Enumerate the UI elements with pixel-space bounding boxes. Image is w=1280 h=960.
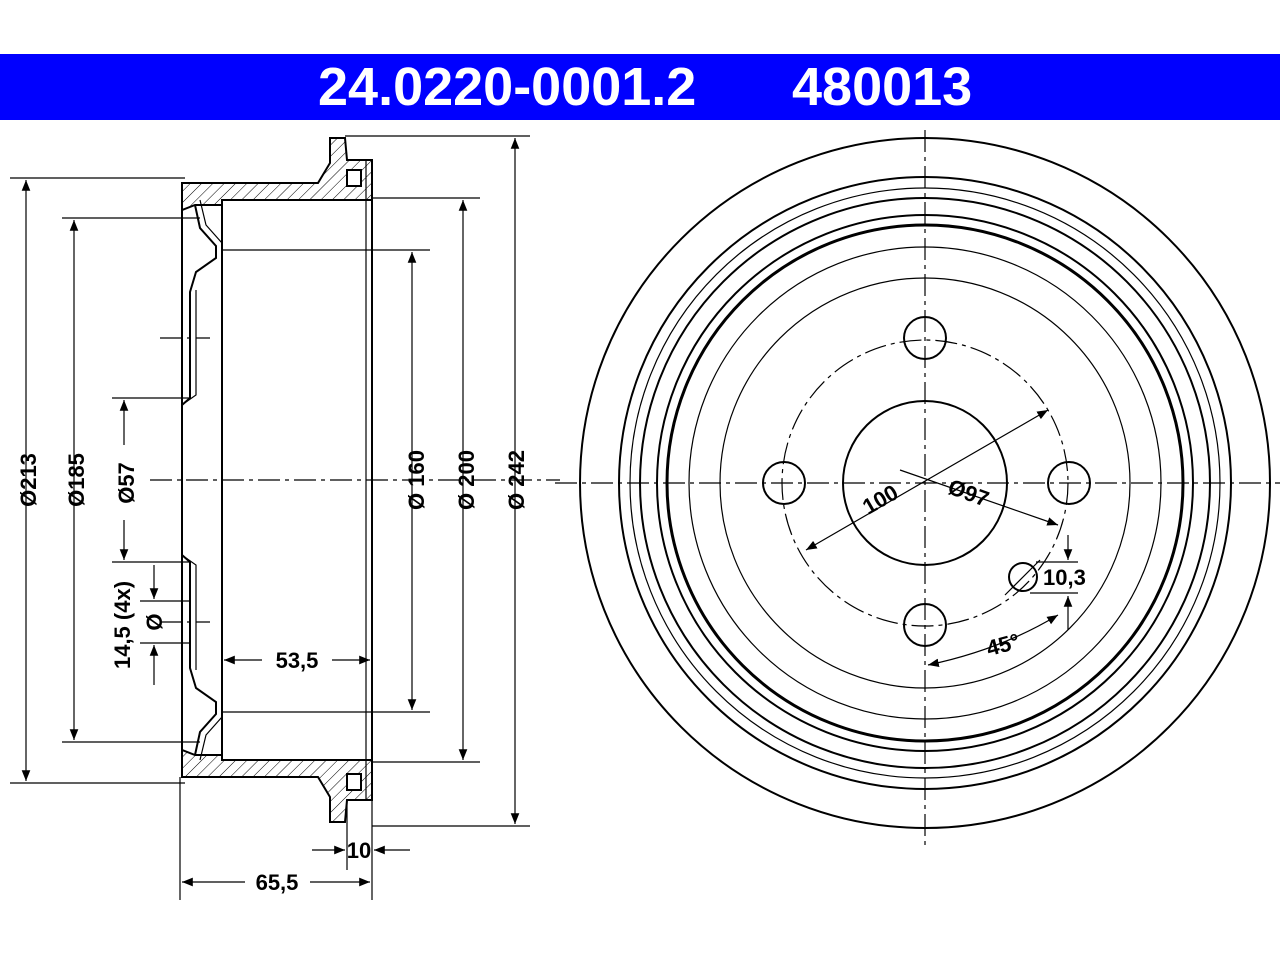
ring-2	[618, 176, 1232, 790]
label-bolt-circle-100: 100	[858, 479, 902, 519]
reference-number: 480013	[792, 57, 973, 117]
bolt-hole-left	[762, 461, 806, 505]
label-dia-213: Ø213	[16, 453, 41, 507]
header-bar: 24.0220-0001.2 480013	[0, 54, 1280, 120]
part-number: 24.0220-0001.2	[318, 57, 697, 117]
label-hole-symbol: Ø	[142, 613, 167, 630]
label-dia-242: Ø 242	[504, 450, 529, 510]
dim-line-97	[899, 469, 1059, 526]
label-dia-10-3: 10,3	[1043, 565, 1086, 590]
bolt-circle	[781, 339, 1069, 627]
lower-flange-section	[181, 748, 373, 823]
upper-notch	[346, 169, 362, 187]
bolt-hole-right	[1047, 461, 1091, 505]
label-angle-45: 45°	[984, 628, 1023, 661]
label-dia-200: Ø 200	[454, 450, 479, 510]
small-hole	[1008, 562, 1038, 592]
label-dia-97: Ø97	[945, 474, 993, 512]
label-dia-185: Ø185	[64, 453, 89, 507]
label-dia-57: Ø57	[114, 462, 139, 504]
ring-8	[719, 277, 1131, 689]
ring-3	[629, 187, 1221, 779]
dim-arc-45	[927, 614, 1059, 668]
label-hole-count: 14,5 (4x)	[110, 581, 135, 669]
bolt-hole-top	[903, 316, 947, 360]
label-flange-10: 10	[347, 838, 371, 863]
ring-6	[665, 223, 1185, 743]
lower-notch	[346, 773, 362, 791]
label-dia-160: Ø 160	[404, 450, 429, 510]
outer-rim-ring	[579, 137, 1271, 829]
upper-flange-section	[181, 137, 373, 212]
ring-5	[656, 214, 1194, 752]
label-depth-53-5: 53,5	[276, 648, 319, 673]
ring-4	[639, 197, 1211, 769]
ring-7	[688, 246, 1162, 720]
label-width-65-5: 65,5	[256, 870, 299, 895]
side-view-section: Ø213 Ø185 Ø57 14,5 (4x) Ø Ø 160 Ø 200 Ø …	[10, 135, 560, 900]
front-view: 100 Ø97 10,3 45°	[555, 130, 1280, 850]
